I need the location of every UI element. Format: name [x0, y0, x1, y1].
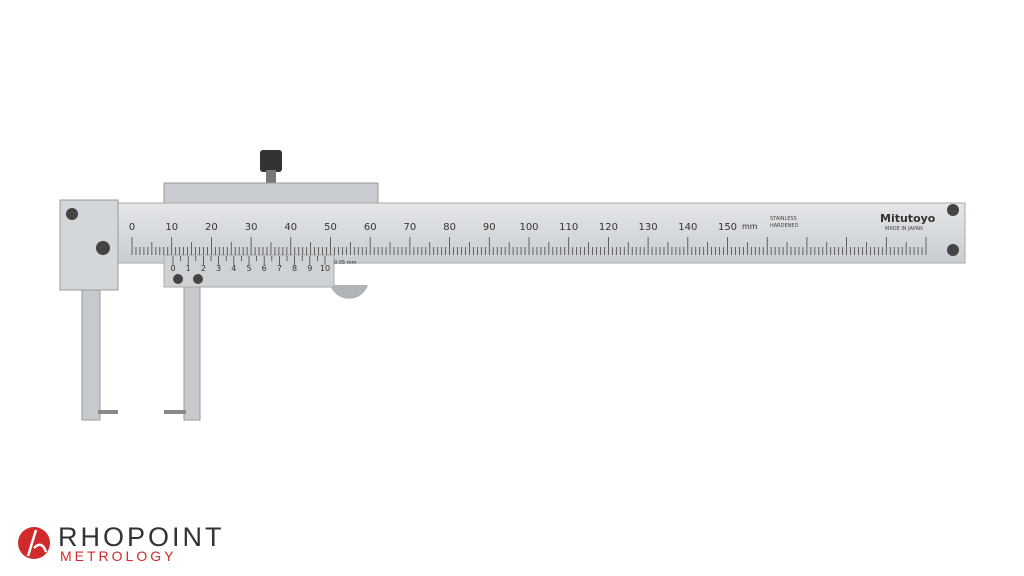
main-scale-label: 150 [718, 222, 737, 233]
main-scale-label: 110 [559, 222, 578, 233]
main-scale-label: 20 [205, 222, 218, 233]
vernier-label: 5 [246, 264, 251, 273]
vernier-label: 10 [320, 264, 330, 273]
resolution-label: 0.05 mm [334, 260, 357, 266]
thumb-wheel[interactable] [330, 285, 368, 299]
material-line1: STAINLESS [770, 216, 797, 222]
beam [117, 202, 966, 264]
main-scale-label: 0 [129, 222, 135, 233]
logo-name: RHOPOINT [58, 522, 225, 552]
fixed-jaw [81, 284, 101, 421]
vernier-label: 7 [277, 264, 282, 273]
vernier-label: 6 [262, 264, 267, 273]
sliding-jaw [183, 284, 201, 421]
main-scale-label: 90 [483, 222, 496, 233]
unit-label: mm [742, 222, 758, 231]
vernier-label: 0 [170, 264, 175, 273]
main-scale-label: 10 [165, 222, 178, 233]
thumb-knob[interactable] [260, 150, 282, 172]
vernier-label: 9 [307, 264, 312, 273]
vernier-label: 1 [186, 264, 191, 273]
main-scale-label: 80 [443, 222, 456, 233]
main-scale-label: 60 [364, 222, 377, 233]
vernier-label: 4 [231, 264, 236, 273]
slider[interactable] [163, 182, 379, 206]
logo-subtitle: METROLOGY [60, 548, 177, 564]
rhopoint-logo-icon [18, 527, 50, 559]
main-scale-label: 50 [324, 222, 337, 233]
main-scale-label: 30 [245, 222, 258, 233]
main-scale-label: 40 [284, 222, 297, 233]
origin-text: MADE IN JAPAN [885, 226, 923, 232]
vernier-label: 3 [216, 264, 221, 273]
main-scale-label: 100 [519, 222, 538, 233]
main-scale-label: 70 [404, 222, 417, 233]
main-scale-label: 130 [639, 222, 658, 233]
brand-logo: Mitutoyo [880, 212, 936, 225]
main-scale-label: 140 [678, 222, 697, 233]
vernier-label: 8 [292, 264, 297, 273]
main-scale-label: 120 [599, 222, 618, 233]
material-line2: HARDENED [770, 223, 799, 229]
vernier-label: 2 [201, 264, 206, 273]
